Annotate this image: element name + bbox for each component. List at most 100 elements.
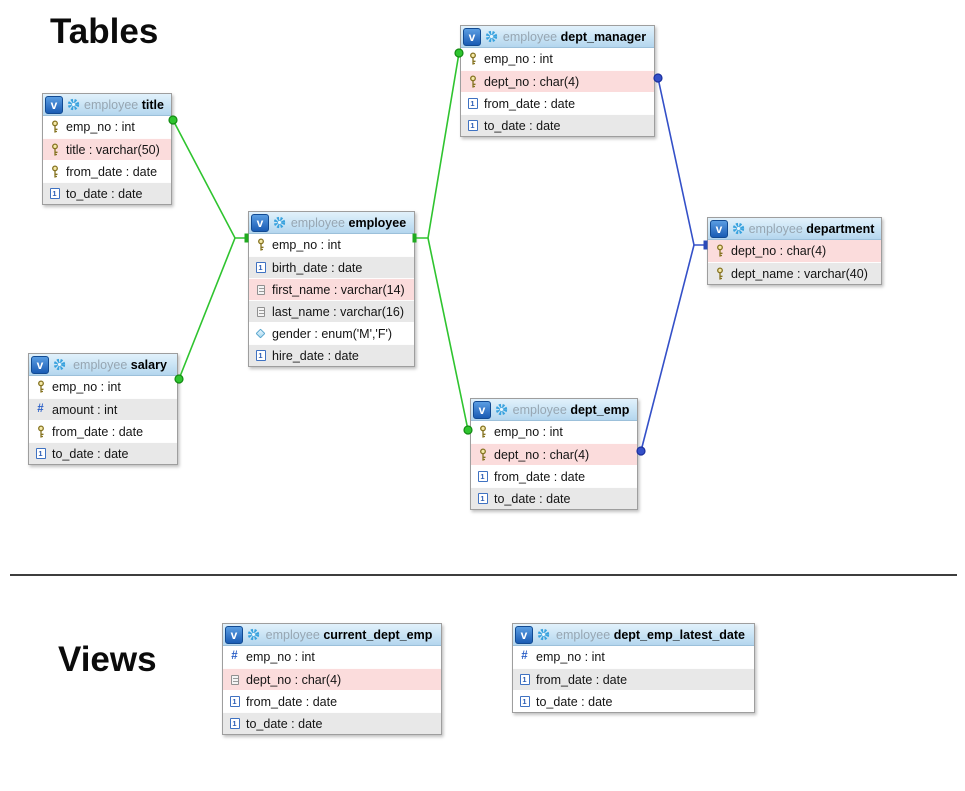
table-header[interactable]: v employee salary <box>29 354 177 376</box>
column-from_date[interactable]: from_date : date <box>29 420 177 442</box>
column-gender[interactable]: gender : enum('M','F') <box>249 322 414 344</box>
gear-icon[interactable] <box>485 30 498 43</box>
column-emp_no[interactable]: emp_no : int <box>43 116 171 138</box>
column-dept_no[interactable]: dept_no : char(4) <box>471 443 637 465</box>
column-label: emp_no : int <box>536 650 605 664</box>
relation-dept_emp-employee <box>427 237 469 431</box>
view-toggle-badge[interactable]: v <box>251 213 269 232</box>
column-dept_no[interactable]: dept_no : char(4) <box>223 668 441 690</box>
view-toggle-badge[interactable]: v <box>45 95 63 114</box>
column-from_date[interactable]: 1 from_date : date <box>223 690 441 712</box>
column-title[interactable]: title : varchar(50) <box>43 138 171 160</box>
column-to_date[interactable]: 1 to_date : date <box>461 114 654 136</box>
table-salary[interactable]: v employee salary emp_no : int #amount :… <box>28 353 178 465</box>
database-name: employee <box>290 215 346 230</box>
table-dept_manager[interactable]: v employee dept_manager emp_no : int dep… <box>460 25 655 137</box>
table-name: current_dept_emp <box>323 627 433 642</box>
column-label: emp_no : int <box>52 380 121 394</box>
column-to_date[interactable]: 1 to_date : date <box>513 690 754 712</box>
view-dept_emp_latest_date[interactable]: v employee dept_emp_latest_date #emp_no … <box>512 623 755 713</box>
column-label: title : varchar(50) <box>66 142 160 157</box>
views-heading: Views <box>58 640 157 679</box>
table-header[interactable]: v employee department <box>708 218 881 240</box>
column-label: first_name : varchar(14) <box>272 282 405 297</box>
table-title-label: employee salary <box>66 358 174 372</box>
column-amount[interactable]: #amount : int <box>29 398 177 420</box>
column-label: dept_no : char(4) <box>731 244 827 258</box>
view-toggle-badge[interactable]: v <box>515 625 533 644</box>
gear-icon[interactable] <box>732 222 745 235</box>
calendar-icon: 1 <box>519 694 530 709</box>
view-toggle-badge[interactable]: v <box>473 400 491 419</box>
table-department[interactable]: v employee department dept_no : char(4) … <box>707 217 882 285</box>
table-name: dept_emp <box>570 402 630 417</box>
column-emp_no[interactable]: emp_no : int <box>471 421 637 443</box>
table-header[interactable]: v employee title <box>43 94 171 116</box>
calendar-icon: 1 <box>229 694 240 709</box>
gear-icon[interactable] <box>495 403 508 416</box>
column-first_name[interactable]: first_name : varchar(14) <box>249 278 414 300</box>
table-dept_emp[interactable]: v employee dept_emp emp_no : int dept_no… <box>470 398 638 510</box>
column-label: to_date : date <box>536 694 613 709</box>
view-toggle-badge[interactable]: v <box>31 355 49 374</box>
table-name: employee <box>348 215 407 230</box>
view-current_dept_emp[interactable]: v employee current_dept_emp #emp_no : in… <box>222 623 442 735</box>
gear-icon[interactable] <box>67 98 80 111</box>
gear-icon[interactable] <box>537 628 550 641</box>
column-dept_no[interactable]: dept_no : char(4) <box>461 70 654 92</box>
key-icon <box>714 266 725 281</box>
tables-heading: Tables <box>50 12 159 51</box>
column-label: from_date : date <box>246 694 338 709</box>
table-header[interactable]: v employee current_dept_emp <box>223 624 441 646</box>
gear-icon[interactable] <box>247 628 260 641</box>
key-icon <box>49 142 60 157</box>
gear-icon[interactable] <box>53 358 66 371</box>
table-header[interactable]: v employee dept_emp_latest_date <box>513 624 754 646</box>
view-toggle-badge[interactable]: v <box>463 27 481 46</box>
column-emp_no[interactable]: #emp_no : int <box>223 646 441 668</box>
column-label: to_date : date <box>494 491 571 506</box>
key-icon <box>49 120 60 135</box>
column-emp_no[interactable]: emp_no : int <box>249 234 414 256</box>
column-label: hire_date : date <box>272 348 359 363</box>
column-dept_no[interactable]: dept_no : char(4) <box>708 240 881 262</box>
calendar-icon: 1 <box>467 118 478 133</box>
column-label: dept_no : char(4) <box>246 672 342 687</box>
database-name: employee <box>748 221 803 236</box>
column-label: to_date : date <box>246 716 323 731</box>
column-label: to_date : date <box>484 118 561 133</box>
table-header[interactable]: v employee dept_emp <box>471 399 637 421</box>
column-emp_no[interactable]: emp_no : int <box>29 376 177 398</box>
column-emp_no[interactable]: emp_no : int <box>461 48 654 70</box>
column-label: birth_date : date <box>272 260 363 275</box>
view-toggle-badge[interactable]: v <box>225 625 243 644</box>
column-last_name[interactable]: last_name : varchar(16) <box>249 300 414 322</box>
table-title[interactable]: v employee title emp_no : int title : va… <box>42 93 172 205</box>
gear-icon[interactable] <box>273 216 286 229</box>
column-from_date[interactable]: from_date : date <box>43 160 171 182</box>
column-label: emp_no : int <box>272 238 341 252</box>
column-emp_no[interactable]: #emp_no : int <box>513 646 754 668</box>
text-icon <box>255 304 266 319</box>
database-name: employee <box>84 97 139 112</box>
column-dept_name[interactable]: dept_name : varchar(40) <box>708 262 881 284</box>
table-header[interactable]: v employee dept_manager <box>461 26 654 48</box>
calendar-icon: 1 <box>519 672 530 687</box>
column-label: dept_name : varchar(40) <box>731 266 868 281</box>
column-label: from_date : date <box>66 164 158 179</box>
view-toggle-badge[interactable]: v <box>710 219 728 238</box>
text-icon <box>229 672 240 687</box>
table-name: dept_emp_latest_date <box>613 627 745 642</box>
database-name: employee <box>512 402 567 417</box>
table-header[interactable]: v employee employee <box>249 212 414 234</box>
